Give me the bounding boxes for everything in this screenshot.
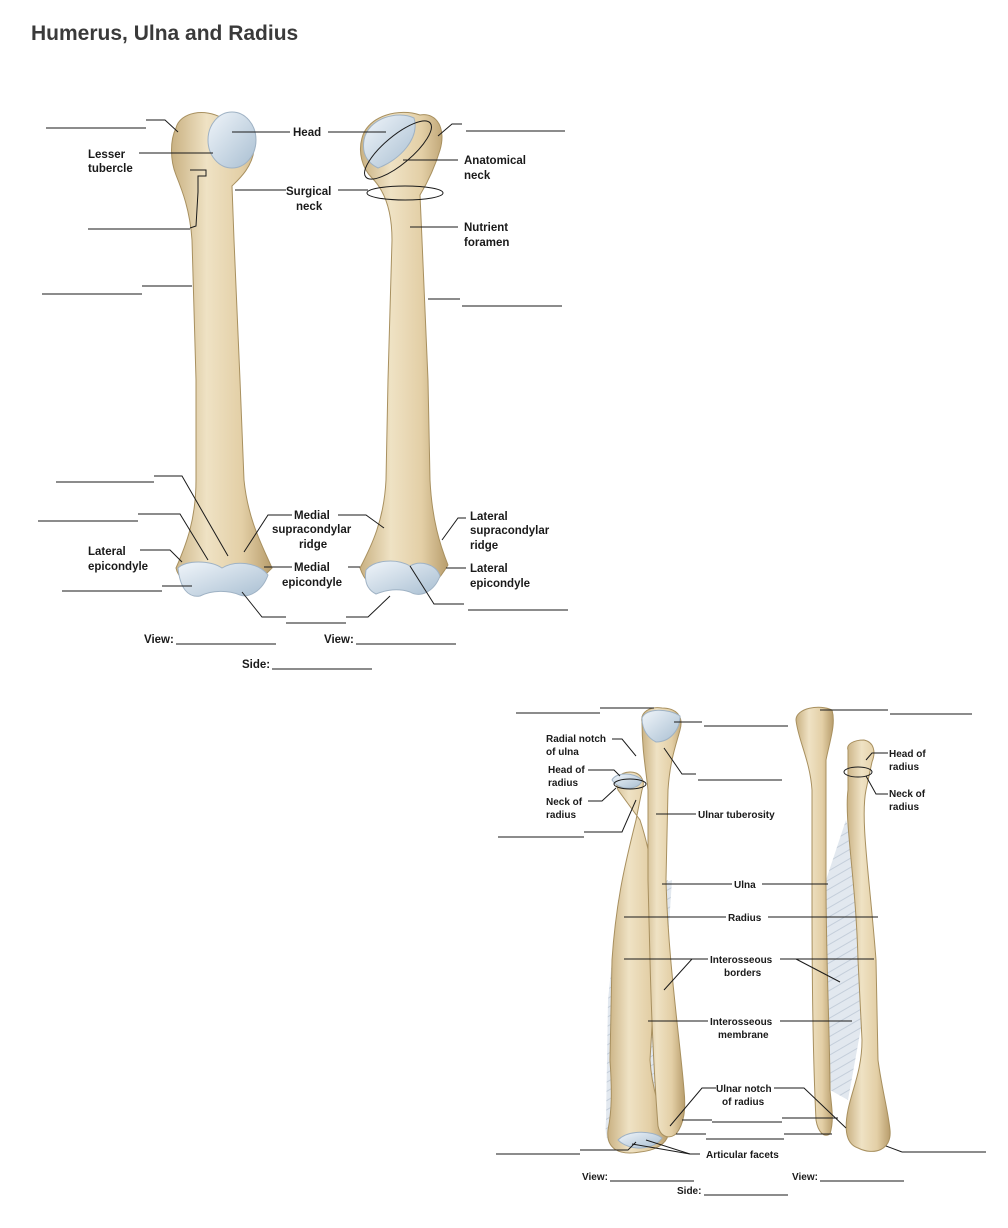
label-forearm-view-right: View: [792, 1172, 818, 1183]
label-nutrient-foramen-2: foramen [464, 237, 509, 249]
label-head-radius-right-1: Head of [889, 749, 926, 760]
label-medial-epicondyle-2: epicondyle [282, 577, 342, 589]
label-radial-notch-1: Radial notch [546, 734, 606, 745]
label-lateral-epicondyle-right-2: epicondyle [470, 578, 530, 590]
label-head-radius-right-2: radius [889, 762, 919, 773]
label-ulnar-tuberosity: Ulnar tuberosity [698, 810, 775, 821]
label-interosseous-borders-1: Interosseous [710, 955, 773, 966]
humerus-anterior [171, 111, 273, 597]
humerus-head-cartilage [207, 111, 257, 169]
label-ulna: Ulna [734, 880, 756, 891]
label-radial-notch-2: of ulna [546, 747, 579, 758]
label-neck-radius-left-2: radius [546, 810, 576, 821]
label-articular-facets: Articular facets [706, 1150, 779, 1161]
label-interosseous-membrane-2: membrane [718, 1030, 769, 1041]
label-surgical-neck-2: neck [296, 201, 323, 213]
label-lesser-tubercle-1: Lesser [88, 149, 126, 161]
humerus-posterior-head-cartilage [363, 114, 416, 169]
label-neck-radius-right-1: Neck of [889, 789, 926, 800]
label-lateral-epicondyle-left-2: epicondyle [88, 561, 148, 573]
label-medial-supracondylar-3: ridge [299, 539, 327, 551]
label-ulnar-notch-1: Ulnar notch [716, 1084, 772, 1095]
radius-posterior [845, 739, 891, 1152]
forearm-labels: Radial notch of ulna Head of radius Neck… [546, 734, 926, 1197]
label-forearm-side: Side: [677, 1186, 701, 1197]
label-neck-radius-right-2: radius [889, 802, 919, 813]
label-medial-supracondylar-2: supracondylar [272, 524, 352, 536]
label-head-radius-left-2: radius [548, 778, 578, 789]
label-humerus-side: Side: [242, 659, 270, 671]
label-interosseous-membrane-1: Interosseous [710, 1017, 773, 1028]
label-head-radius-left-1: Head of [548, 765, 585, 776]
forearm-posterior [795, 706, 891, 1152]
label-radius: Radius [728, 913, 762, 924]
label-ulnar-notch-2: of radius [722, 1097, 765, 1108]
humerus-trochlea-cartilage [177, 561, 269, 597]
forearm-leaders [496, 707, 986, 1196]
label-anatomical-neck-1: Anatomical [464, 155, 526, 167]
label-interosseous-borders-2: borders [724, 968, 762, 979]
label-medial-supracondylar-1: Medial [294, 510, 330, 522]
label-head: Head [293, 127, 321, 139]
label-lateral-epicondyle-left-1: Lateral [88, 546, 126, 558]
humerus-leaders [38, 119, 568, 670]
label-lateral-supracondylar-2: supracondylar [470, 525, 550, 537]
label-humerus-view-right: View: [324, 634, 354, 646]
forearm-anterior [605, 707, 686, 1154]
label-surgical-neck-1: Surgical [286, 186, 331, 198]
label-forearm-view-left: View: [582, 1172, 608, 1183]
humerus-labels: Head Lesser tubercle Surgical neck Anato… [88, 127, 550, 671]
page-title: Humerus, Ulna and Radius [31, 22, 299, 45]
label-lesser-tubercle-2: tubercle [88, 163, 133, 175]
label-neck-radius-left-1: Neck of [546, 797, 583, 808]
label-lateral-epicondyle-right-1: Lateral [470, 563, 508, 575]
label-nutrient-foramen-1: Nutrient [464, 222, 508, 234]
label-medial-epicondyle-1: Medial [294, 562, 330, 574]
label-anatomical-neck-2: neck [464, 170, 491, 182]
label-humerus-view-left: View: [144, 634, 174, 646]
ulna-posterior [795, 706, 834, 1136]
humerus-posterior [359, 111, 449, 595]
label-lateral-supracondylar-3: ridge [470, 540, 498, 552]
label-lateral-supracondylar-1: Lateral [470, 511, 508, 523]
